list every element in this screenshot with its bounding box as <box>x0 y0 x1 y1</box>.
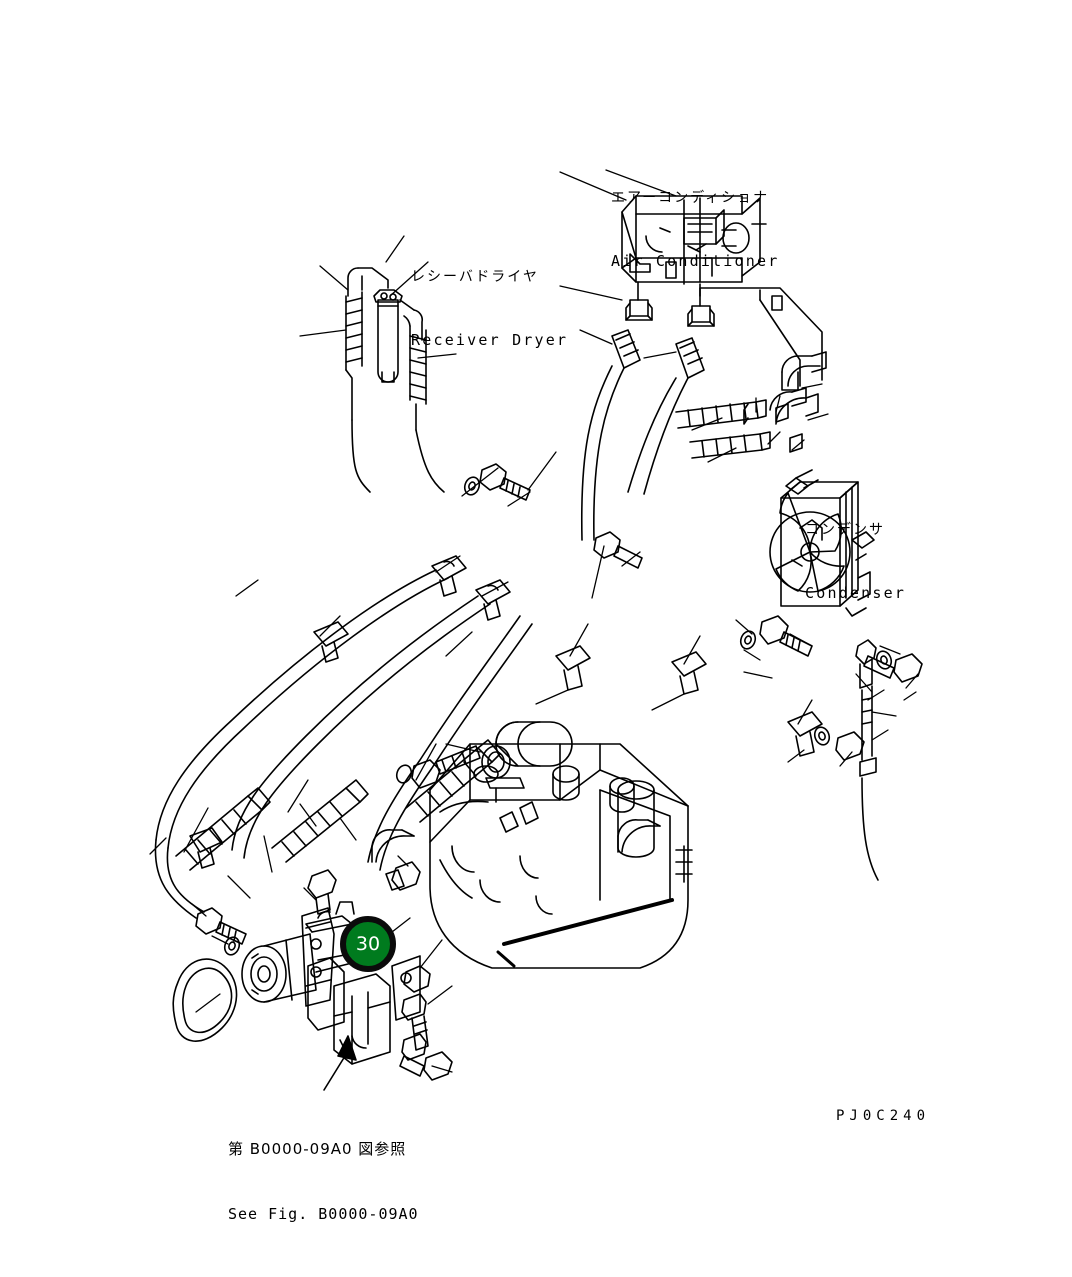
leader-lines <box>149 169 919 1073</box>
clamp-bracket-2 <box>475 579 511 621</box>
bolt-12 <box>411 745 481 789</box>
clamp-bracket-7 <box>189 827 223 869</box>
engine-block <box>429 721 693 969</box>
label-condenser: コンデンサ Condenser <box>805 478 906 647</box>
label-condenser-en: Condenser <box>805 584 907 603</box>
washer-1 <box>223 936 241 956</box>
fitting-a <box>775 403 789 423</box>
bolt-group <box>195 463 923 1081</box>
footnote-arrowhead <box>337 1035 357 1061</box>
bolt-8 <box>593 531 643 569</box>
callout-badge-30-number: 30 <box>355 932 381 955</box>
clamp-bracket-1 <box>431 555 467 597</box>
washer-6 <box>395 764 413 784</box>
condenser-unit <box>769 469 875 617</box>
label-air-conditioner-jp: エアーコンディショナ <box>611 190 770 207</box>
label-receiver-dryer-en: Receiver Dryer <box>411 331 569 350</box>
compressor-bracket-lower <box>333 973 391 1065</box>
hose-ribbed-lower-1 <box>175 787 271 871</box>
hose-run-ac-left <box>580 281 653 541</box>
hose-ribbed-mid-a <box>675 399 767 429</box>
vertical-rod-right <box>855 639 879 881</box>
bolt-7 <box>479 463 531 501</box>
hose-ribbed-lower-3 <box>405 739 501 823</box>
hose-ribbed-mid-b <box>689 431 771 459</box>
washer-2 <box>463 476 481 496</box>
label-receiver-dryer-jp: レシーバドライヤ <box>411 269 539 286</box>
bolt-2 <box>403 965 431 993</box>
mount-plate-right <box>307 957 345 1031</box>
mount-plate-far <box>391 955 421 1021</box>
hose-run-ac-right <box>627 283 715 495</box>
washer-4 <box>875 650 893 670</box>
bolt-13 <box>391 861 421 891</box>
label-air-conditioner: エアーコンディショナ Air Conditioner <box>611 146 779 315</box>
engine-pan-edge <box>502 898 674 946</box>
compressor-bracket-main <box>301 907 335 1007</box>
hose-run-long-2 <box>231 595 491 859</box>
hose-ribbed-left <box>345 291 363 421</box>
elbow-pipe-1 <box>371 829 415 891</box>
fitting-b <box>789 433 803 453</box>
figure-reference-en: See Fig. B0000-09A0 <box>228 1204 419 1223</box>
clamp-bracket-4 <box>555 645 591 691</box>
hose-ribbed-right <box>399 299 427 431</box>
clamp-bracket-5 <box>671 651 707 695</box>
bolt-6 <box>307 869 337 915</box>
bolt-11 <box>835 731 865 761</box>
clamp-bracket-6 <box>787 711 823 757</box>
figure-reference-jp: 第 B0000-09A0 図参照 <box>228 1139 407 1158</box>
elbow-pipe-2 <box>499 801 539 833</box>
bolt-4 <box>401 1033 427 1061</box>
washer-5 <box>813 726 831 746</box>
drawing-code: PJ0C240 <box>836 1108 931 1124</box>
air-conditioner-unit <box>621 195 767 285</box>
label-air-conditioner-en: Air Conditioner <box>611 252 780 271</box>
bolt-1 <box>195 907 247 945</box>
bolt-5 <box>399 1051 453 1081</box>
figure-reference-note: 第 B0000-09A0 図参照 See Fig. B0000-09A0 <box>228 1095 419 1269</box>
receiver-dryer-unit <box>345 267 445 493</box>
label-receiver-dryer: レシーバドライヤ Receiver Dryer <box>411 225 568 394</box>
hose-ribbed-lower-2 <box>271 779 369 863</box>
drive-belt <box>172 958 238 1042</box>
clamp-bracket-3 <box>313 621 349 663</box>
bolt-3 <box>401 993 429 1051</box>
label-condenser-jp: コンデンサ <box>805 522 885 539</box>
washer-3 <box>739 630 757 650</box>
callout-badge-30[interactable]: 30 <box>340 916 396 972</box>
